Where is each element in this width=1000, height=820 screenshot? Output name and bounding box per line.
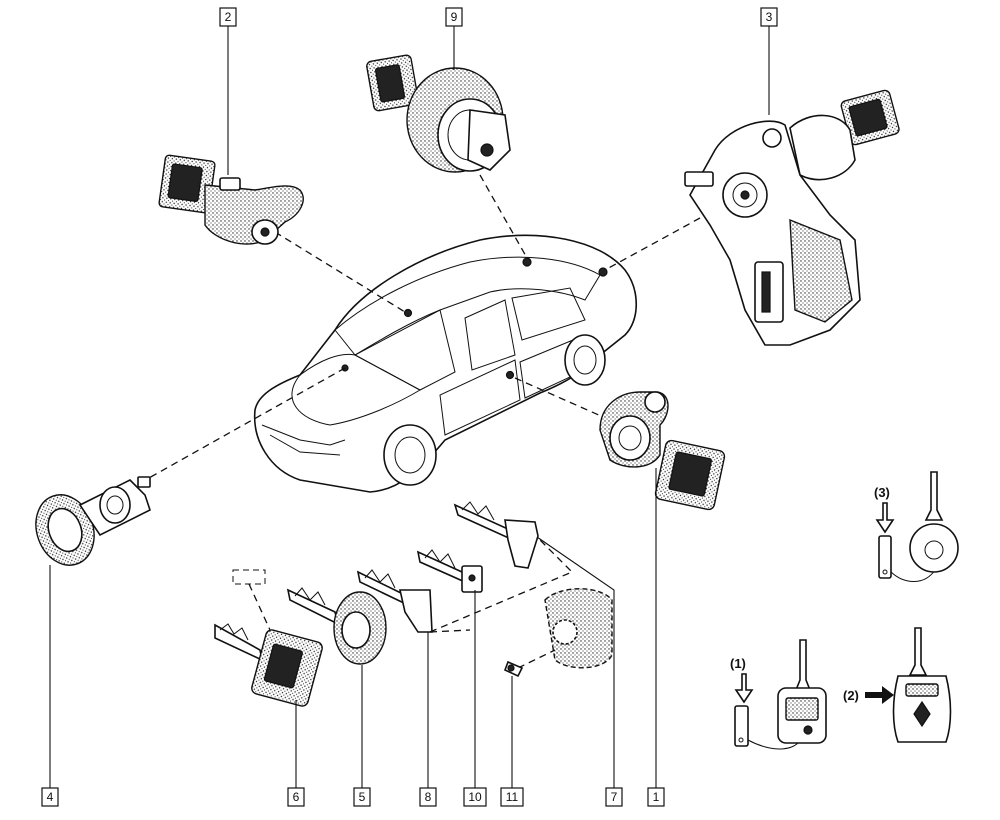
variant-label: (2)	[843, 688, 859, 703]
callout-3: 3	[760, 7, 778, 27]
svg-text:1: 1	[653, 790, 660, 804]
callout-4: 4	[41, 787, 59, 807]
callout-5: 5	[353, 787, 371, 807]
svg-text:2: 2	[225, 10, 232, 24]
callout-7: 7	[605, 787, 623, 807]
key-5	[286, 587, 387, 665]
leader-lines	[49, 26, 770, 788]
door-lock-cylinder-1	[599, 391, 726, 511]
car-illustration	[253, 234, 637, 493]
key-10	[416, 549, 483, 593]
key-6	[214, 569, 323, 707]
svg-text:4: 4	[47, 790, 54, 804]
door-lock-cylinder-2	[158, 154, 304, 245]
key-8	[356, 569, 433, 633]
callout-6: 6	[287, 787, 305, 807]
key-7	[453, 501, 539, 569]
variant-label: (1)	[730, 656, 746, 671]
variant-1: (1)	[730, 639, 827, 750]
svg-text:6: 6	[293, 790, 300, 804]
svg-text:8: 8	[425, 790, 432, 804]
variant-3: (3)	[874, 471, 959, 582]
variant-2: (2)	[843, 627, 952, 743]
boot-lock-cylinder-9	[366, 54, 511, 173]
callout-1: 1	[647, 787, 665, 807]
bonnet-lock-cylinder-4	[35, 476, 151, 566]
callout-8: 8	[419, 787, 437, 807]
guide-lines	[139, 174, 701, 484]
steering-lock-3	[684, 89, 900, 346]
callout-9: 9	[445, 7, 463, 27]
svg-text:3: 3	[766, 10, 773, 24]
svg-text:9: 9	[451, 10, 458, 24]
svg-text:7: 7	[611, 790, 618, 804]
svg-text:5: 5	[359, 790, 366, 804]
cover-plate-11	[503, 588, 613, 678]
callout-11: 11	[500, 787, 524, 807]
svg-text:10: 10	[468, 790, 482, 804]
callout-2: 2	[219, 7, 237, 27]
callout-10: 10	[463, 787, 487, 807]
svg-text:11: 11	[506, 790, 519, 804]
variant-label: (3)	[874, 485, 890, 500]
